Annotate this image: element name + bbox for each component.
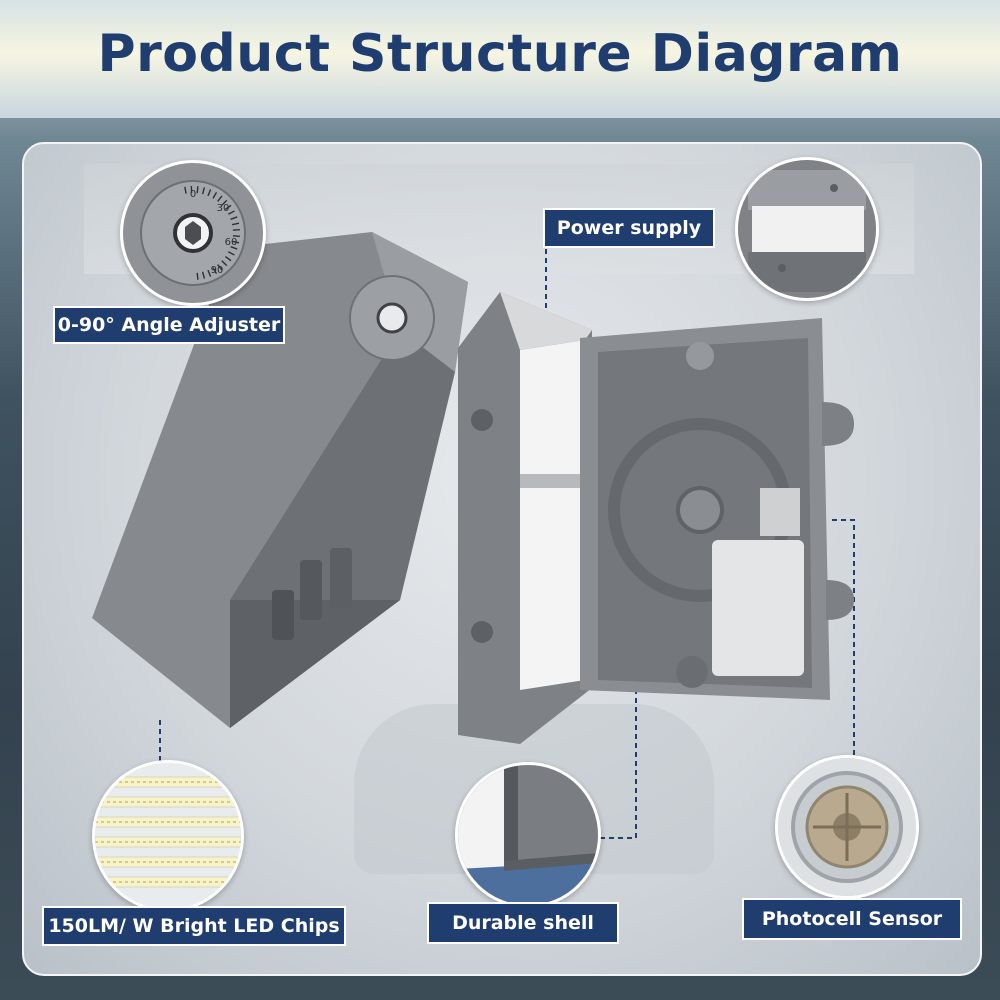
dial-tick: [227, 210, 235, 215]
dial-tick: [201, 187, 206, 195]
dial-tick: [221, 199, 228, 206]
dial-tick: [217, 264, 223, 271]
dial-tick: [224, 255, 232, 262]
dial-tick: [224, 204, 232, 211]
dial-tick: [230, 216, 238, 220]
callout-photocell-sensor: Photocell Sensor: [742, 898, 962, 940]
dial-tick: [227, 251, 235, 256]
dial-tick: [207, 269, 212, 277]
header-banner: [0, 0, 1000, 118]
dial-tick: [221, 260, 228, 267]
dial-mark: 60: [225, 237, 238, 248]
photocell-sensor-detail: [775, 755, 919, 899]
dial-tick: [196, 272, 199, 280]
power-supply-detail: [735, 157, 879, 301]
callout-power-supply: Power supply: [543, 208, 715, 248]
dial-tick: [212, 191, 218, 199]
dial-tick: [231, 222, 240, 226]
dial-tick: [230, 246, 238, 250]
callout-led-chips: 150LM/ W Bright LED Chips: [42, 906, 346, 946]
durable-shell-detail: [455, 762, 601, 908]
dial-mark: 90: [211, 265, 224, 276]
dial-tick: [217, 195, 223, 202]
angle-dial-detail: 0 30 60 90: [120, 160, 266, 306]
dial-mark: 30: [217, 203, 230, 214]
dial-tick: [201, 271, 206, 279]
callout-durable-shell: Durable shell: [427, 902, 619, 944]
dial-tick: [196, 186, 199, 194]
dial-tick: [212, 267, 218, 275]
dial-tick: [184, 186, 187, 194]
led-chips-detail: [92, 760, 244, 912]
dial-tick: [207, 189, 212, 197]
dial-mark: 0: [190, 189, 196, 200]
page-title: Product Structure Diagram: [97, 24, 903, 84]
dial-tick: [231, 240, 240, 244]
callout-angle-adjuster: 0-90° Angle Adjuster: [53, 306, 285, 344]
